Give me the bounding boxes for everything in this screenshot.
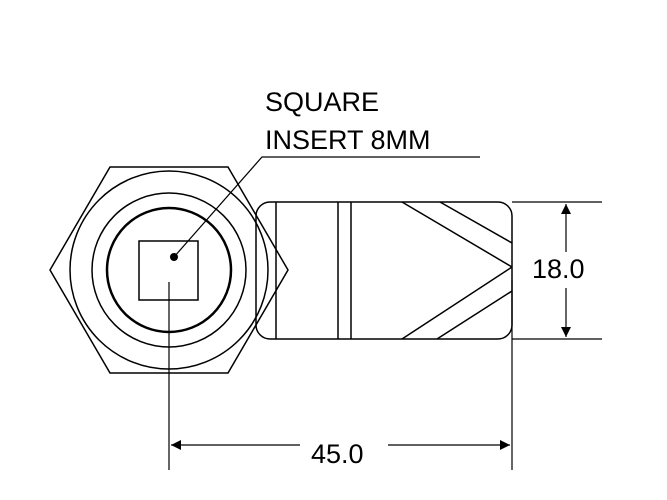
length-dimension-text: 45.0 bbox=[311, 439, 364, 469]
tip-line bbox=[401, 201, 513, 268]
tip-line bbox=[436, 290, 513, 340]
tip-line bbox=[439, 201, 513, 244]
height-dimension-text: 18.0 bbox=[532, 254, 585, 284]
leader-line bbox=[173, 156, 480, 258]
label-line-2: INSERT 8MM bbox=[265, 125, 431, 155]
label-line-1: SQUARE bbox=[265, 87, 380, 117]
hex-nut bbox=[49, 166, 289, 374]
bit-body bbox=[255, 201, 513, 340]
leader-dot bbox=[170, 253, 178, 261]
tip-line bbox=[401, 266, 513, 340]
